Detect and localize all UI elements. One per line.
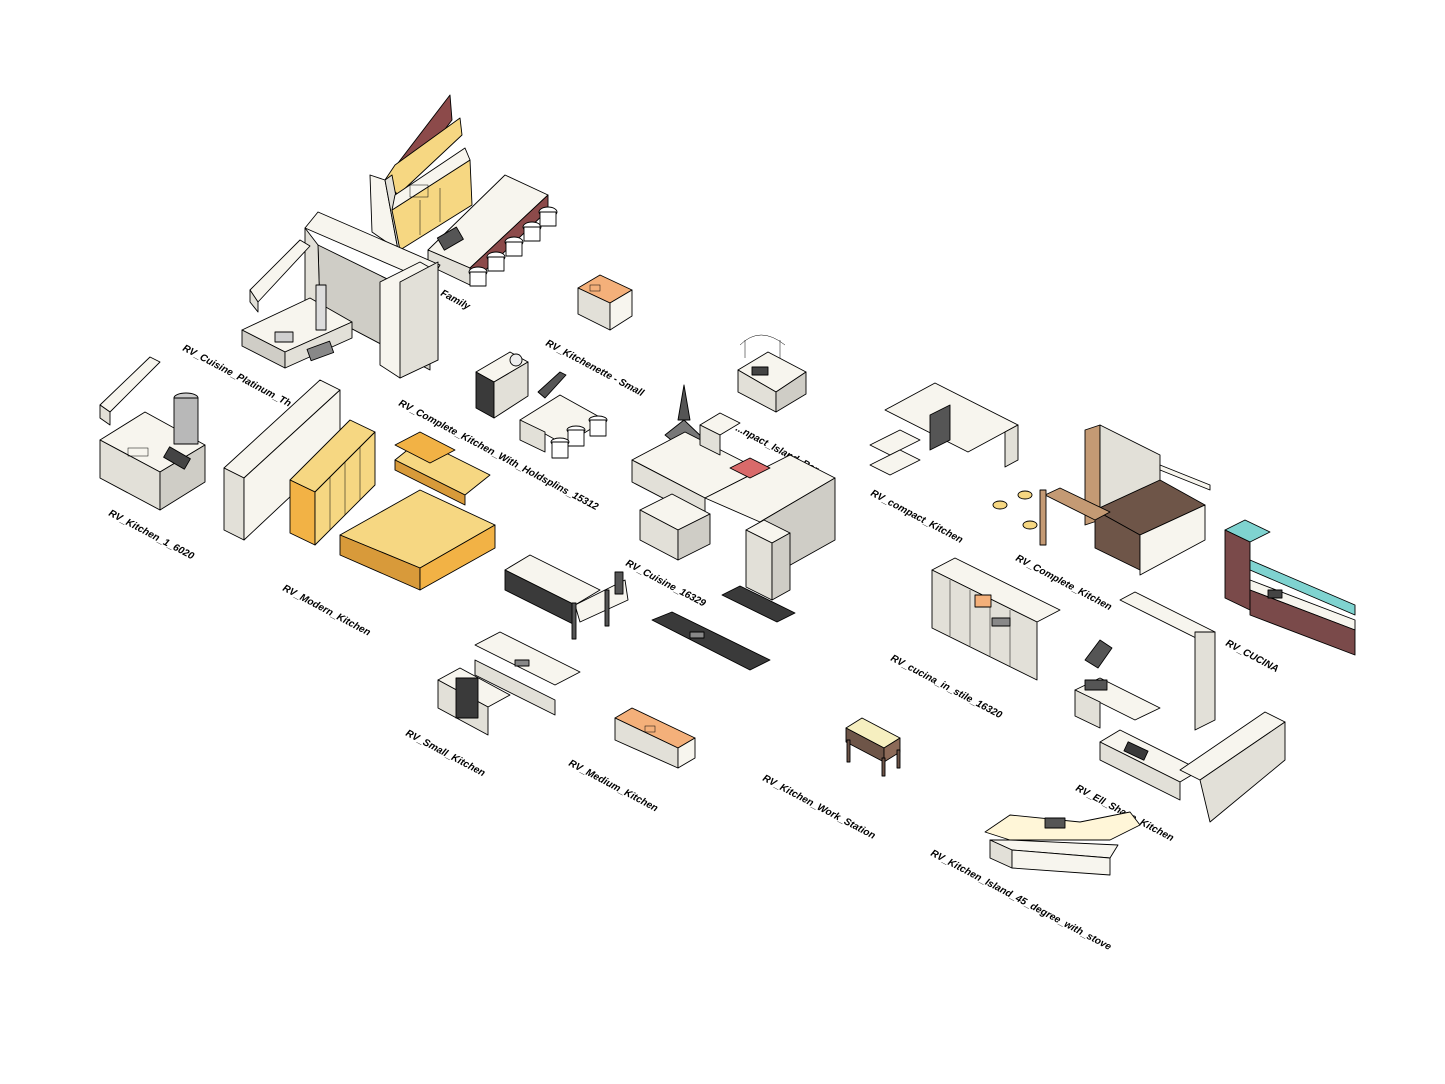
- cucina-in-stile-model: [931, 557, 1061, 681]
- label-kitchen-1: RV_Kitchen_1_6020: [107, 508, 196, 563]
- kitchen-work-station-model: [845, 717, 901, 777]
- kitchen-1-model: [99, 356, 206, 511]
- label-cucina: RV_CUCINA: [1224, 638, 1281, 675]
- label-kitchenette-small: RV_Kitchenette - Small: [544, 338, 646, 399]
- dining-island-model: [504, 554, 771, 671]
- label-medium-kitchen: RV_Medium_Kitchen: [567, 758, 660, 814]
- label-cucina-in-stile: RV_cucina_in_stile_16320: [889, 653, 1004, 721]
- complete-kitchen-holdsplins-model: [475, 351, 608, 459]
- kitchen-island-45-model: [984, 811, 1141, 876]
- compact-island-bar-model: [737, 334, 807, 413]
- small-kitchen-model: [437, 631, 581, 736]
- cucina-model: [1224, 519, 1356, 656]
- label-modern-kitchen: RV_Modern_Kitchen: [281, 583, 373, 639]
- medium-kitchen-model: [614, 707, 696, 769]
- label-family: Family: [439, 288, 473, 313]
- compact-kitchen-model: [869, 382, 1019, 476]
- shelf-kitchen-model: [1074, 591, 1216, 731]
- cuisine-platinum-model: [241, 211, 441, 379]
- label-kitchen-work-station: RV_Kitchen_Work_Station: [761, 773, 877, 842]
- ell-shape-kitchen-model: [1099, 711, 1286, 823]
- label-compact-kitchen: RV_compact_Kitchen: [869, 488, 965, 546]
- cuisine-16329-model: [631, 384, 836, 623]
- label-small-kitchen: RV_Small_Kitchen: [404, 728, 487, 779]
- family-kitchen-model: [369, 94, 558, 287]
- label-cuisine-16329: RV_Cuisine_16329: [624, 558, 708, 610]
- complete-kitchen-model: [992, 424, 1211, 576]
- modern-kitchen-model: [223, 379, 496, 591]
- kitchenette-small-model: [577, 274, 633, 331]
